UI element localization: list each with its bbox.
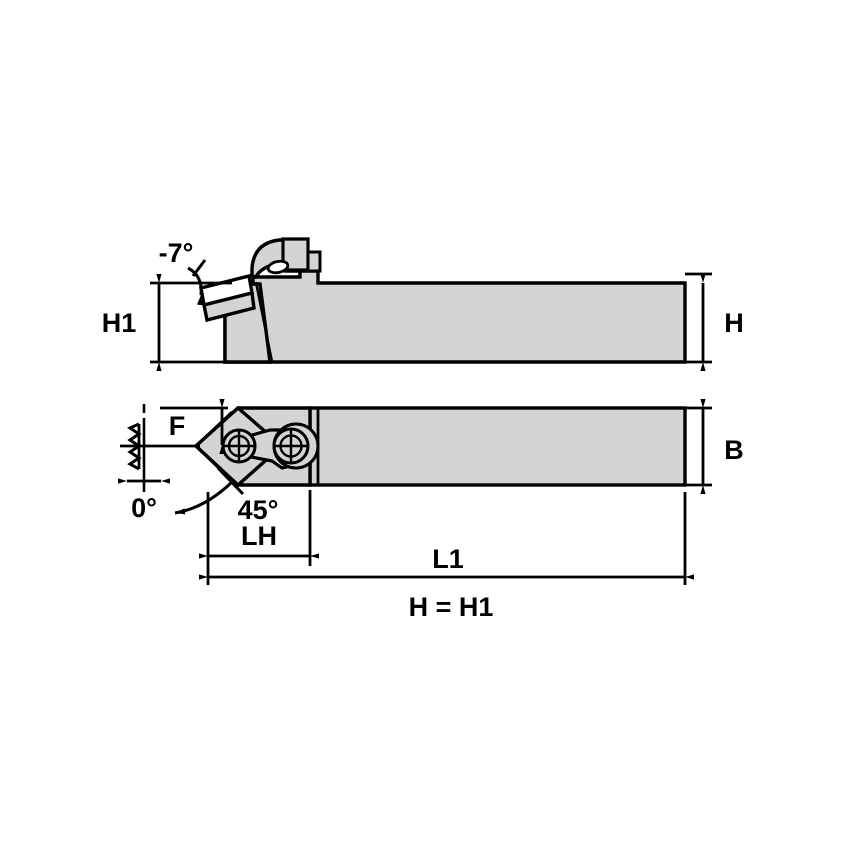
top-plan-view: 0° F 45° B <box>118 399 744 525</box>
side-elevation-view: H1 -7° H <box>102 237 744 371</box>
f-dimension-label: F <box>169 411 186 441</box>
h-dimension-label: H <box>724 308 744 338</box>
clamp-pivot-detail <box>266 259 290 275</box>
l1-dimension-label: L1 <box>432 544 464 574</box>
lh-dimension-label: LH <box>241 521 277 551</box>
shank-body-side <box>223 269 687 364</box>
rake-angle-tick <box>191 259 207 277</box>
b-dimension-label: B <box>724 435 744 465</box>
clamp-rear-step-side <box>306 250 322 273</box>
length-dimensions-group: LH L1 H = H1 <box>199 490 694 622</box>
head-shank-seam-line <box>254 281 274 363</box>
shank-body-plan <box>308 406 687 487</box>
rake-angle-label: -7° <box>159 238 194 268</box>
height-equality-note: H = H1 <box>409 592 494 622</box>
corner-angle-label: 45° <box>238 495 279 525</box>
insert-screw-front <box>221 428 257 464</box>
zero-angle-label: 0° <box>131 493 157 523</box>
clamp-screw-rear <box>272 427 310 465</box>
corner-angle-tick <box>216 466 245 496</box>
rake-angle-arc <box>187 266 203 306</box>
insert-shim-side <box>202 290 256 323</box>
insert-edge-upper <box>195 410 233 448</box>
corner-angle-arc <box>174 480 234 515</box>
h1-dimension-label: H1 <box>102 308 137 338</box>
